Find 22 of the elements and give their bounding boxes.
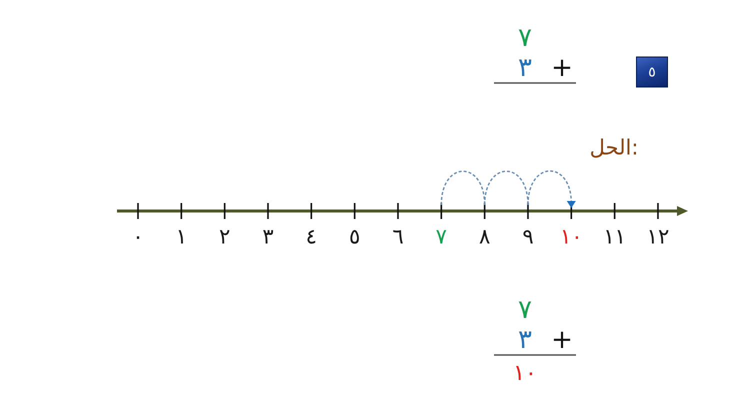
addend-number: ٧ [518,297,532,323]
tick-label: ١٢ [646,226,670,248]
tick-label: ٣ [262,226,274,248]
problem-number-badge: ٥ [636,56,668,88]
tick-label: ١١ [603,226,626,248]
tick-label: ٢ [219,226,230,248]
addend-number: ٣ [518,327,532,353]
tick-label: ٥ [349,226,360,248]
tick-label: ٤ [306,226,317,248]
tick-label: ١ [176,226,187,248]
addend-number: ٧ [518,25,532,51]
plus-sign: + [551,327,573,353]
tick-label: ١٠ [560,226,583,248]
solution-heading: الحل: [590,138,638,158]
tick-label: ٦ [392,226,404,248]
tick-label: ٧ [436,226,447,248]
sum-number: ١٠ [513,363,537,385]
tick-label: ٨ [478,226,490,248]
tick-label: ٠ [132,226,144,248]
tick-label: ٩ [522,226,534,248]
plus-sign: + [551,55,573,81]
addend-number: ٣ [518,55,532,81]
